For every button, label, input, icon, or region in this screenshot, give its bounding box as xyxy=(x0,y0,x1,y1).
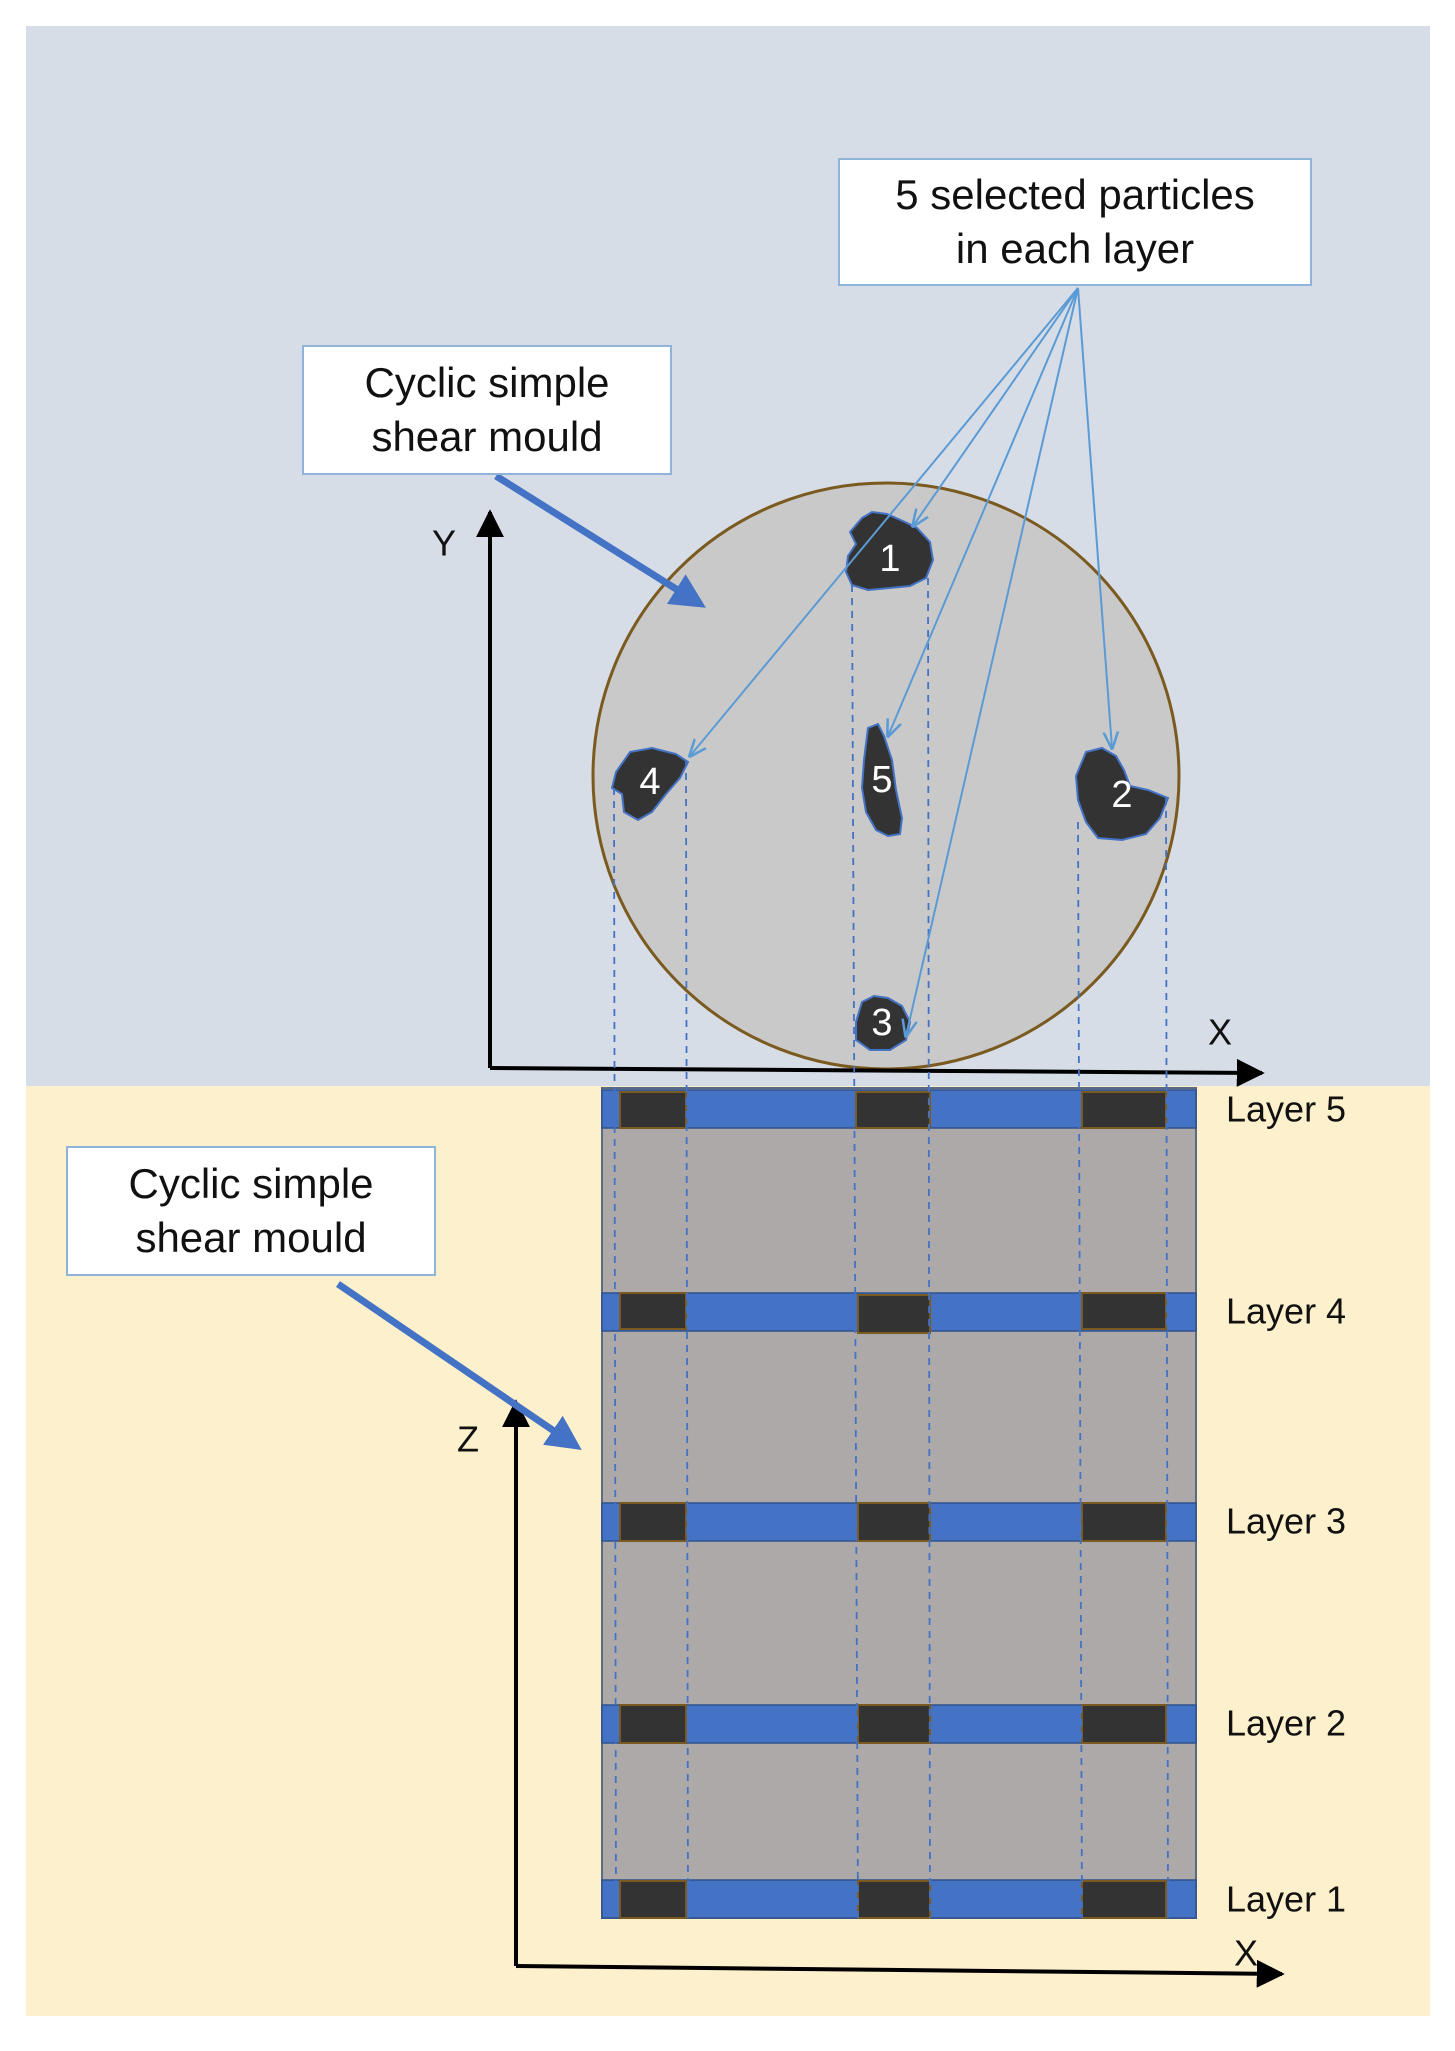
bottom-mould-pointer-arrow xyxy=(336,1281,582,1450)
layer-4-particle-a xyxy=(619,1292,687,1330)
particle-4: 4 xyxy=(610,746,690,822)
layer-label-1: Layer 1 xyxy=(1226,1879,1346,1920)
layer-label-2: Layer 2 xyxy=(1226,1703,1346,1744)
top-mould-pointer-arrow xyxy=(494,473,706,608)
particle-label-1: 1 xyxy=(879,538,900,580)
layer-1-particle-a xyxy=(619,1880,687,1919)
callout-bottom-mould: Cyclic simple shear mould xyxy=(66,1146,436,1276)
particle-2: 2 xyxy=(1074,746,1170,842)
layer-label-5: Layer 5 xyxy=(1226,1089,1346,1130)
layer-2-particle-b xyxy=(857,1704,931,1744)
particle-label-2: 2 xyxy=(1111,774,1132,816)
layer-band-2 xyxy=(601,1704,1197,1744)
bottom-x-axis xyxy=(515,1959,1285,1988)
particle-label-5: 5 xyxy=(871,759,892,801)
layer-5-particle-b xyxy=(855,1091,931,1129)
layer-1-particle-c xyxy=(1081,1880,1167,1919)
projection-lines xyxy=(613,577,1169,1919)
top-y-axis-label: Y xyxy=(432,523,456,564)
layer-4-particle-b xyxy=(857,1294,931,1334)
callout-particles-text: 5 selected particles in each layer xyxy=(895,171,1255,272)
layer-3-particle-c xyxy=(1081,1502,1167,1542)
layer-5-particle-a xyxy=(619,1091,687,1129)
bottom-x-axis-label: X xyxy=(1234,1933,1258,1974)
top-x-axis-label: X xyxy=(1208,1012,1232,1053)
layer-2-particle-c xyxy=(1081,1704,1167,1744)
layer-1-particle-b xyxy=(857,1880,931,1919)
layer-2-particle-a xyxy=(619,1704,687,1744)
callout-top-mould-text: Cyclic simple shear mould xyxy=(364,359,610,460)
particle-label-3: 3 xyxy=(871,1002,892,1044)
layer-band-3 xyxy=(601,1502,1197,1542)
layer-5-particle-c xyxy=(1081,1091,1167,1129)
layer-3-particle-b xyxy=(857,1502,931,1542)
callout-top-mould: Cyclic simple shear mould xyxy=(302,345,672,475)
layer-label-3: Layer 3 xyxy=(1226,1501,1346,1542)
particle-leader-lines xyxy=(690,287,1112,1036)
bottom-z-axis-label: Z xyxy=(457,1419,479,1460)
layer-label-4: Layer 4 xyxy=(1226,1291,1346,1332)
layer-4-particle-c xyxy=(1081,1292,1167,1330)
callout-particles: 5 selected particles in each layer xyxy=(838,158,1312,286)
layer-band-4 xyxy=(601,1292,1197,1334)
particle-5: 5 xyxy=(860,722,904,838)
top-x-axis xyxy=(489,1058,1265,1087)
particle-3: 3 xyxy=(855,994,912,1051)
layer-3-particle-a xyxy=(619,1502,687,1542)
layer-band-1 xyxy=(601,1879,1197,1919)
particle-label-4: 4 xyxy=(639,761,660,803)
particle-1: 1 xyxy=(844,510,935,592)
layer-band-5 xyxy=(601,1089,1197,1129)
callout-bottom-mould-text: Cyclic simple shear mould xyxy=(128,1160,374,1261)
